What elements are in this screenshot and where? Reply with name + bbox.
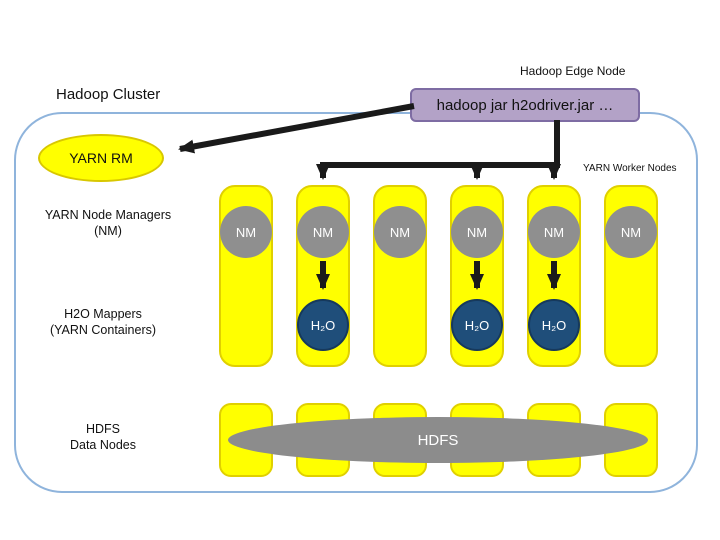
edge-node-label: Hadoop Edge Node xyxy=(520,64,626,78)
row-label-node-managers-line2: (NM) xyxy=(94,224,122,238)
h2o-label: H₂O xyxy=(464,317,490,333)
h2o-circle: H₂O xyxy=(297,299,349,351)
nm-label: NM xyxy=(235,224,257,240)
nm-circle: NM xyxy=(605,206,657,258)
row-label-node-managers-line1: YARN Node Managers xyxy=(44,208,172,222)
h2o-label: H₂O xyxy=(541,317,567,333)
row-label-hdfs-line2: Data Nodes xyxy=(69,438,136,452)
nm-circle: NM xyxy=(528,206,580,258)
row-label-hdfs-line1: HDFS xyxy=(85,422,121,436)
nm-circle: NM xyxy=(220,206,272,258)
row-label-h2o-mappers-line1: H2O Mappers xyxy=(64,307,142,321)
nm-circle: NM xyxy=(297,206,349,258)
hdfs-cloud: HDFS xyxy=(228,417,648,463)
worker-nodes-caption: YARN Worker Nodes xyxy=(583,163,677,174)
h2o-circle: H₂O xyxy=(528,299,580,351)
nm-label: NM xyxy=(389,224,411,240)
row-label-hdfs-data-nodes: HDFS Data Nodes xyxy=(18,421,188,453)
nm-label: NM xyxy=(466,224,488,240)
nm-circle: NM xyxy=(451,206,503,258)
row-label-h2o-mappers: H2O Mappers (YARN Containers) xyxy=(18,306,188,338)
edge-command-box: hadoop jar h2odriver.jar … xyxy=(410,88,640,122)
nm-label: NM xyxy=(312,224,334,240)
edge-command-text: hadoop jar h2odriver.jar … xyxy=(436,96,614,114)
yarn-rm-label: YARN RM xyxy=(69,150,133,166)
nm-label: NM xyxy=(620,224,642,240)
row-label-node-managers: YARN Node Managers (NM) xyxy=(23,207,193,239)
h2o-label: H₂O xyxy=(310,317,336,333)
yarn-rm-node: YARN RM xyxy=(38,134,164,182)
cluster-title: Hadoop Cluster xyxy=(56,86,161,103)
nm-label: NM xyxy=(543,224,565,240)
hdfs-cloud-label: HDFS xyxy=(417,431,459,449)
row-label-h2o-mappers-line2: (YARN Containers) xyxy=(49,323,157,337)
h2o-circle: H₂O xyxy=(451,299,503,351)
nm-circle: NM xyxy=(374,206,426,258)
